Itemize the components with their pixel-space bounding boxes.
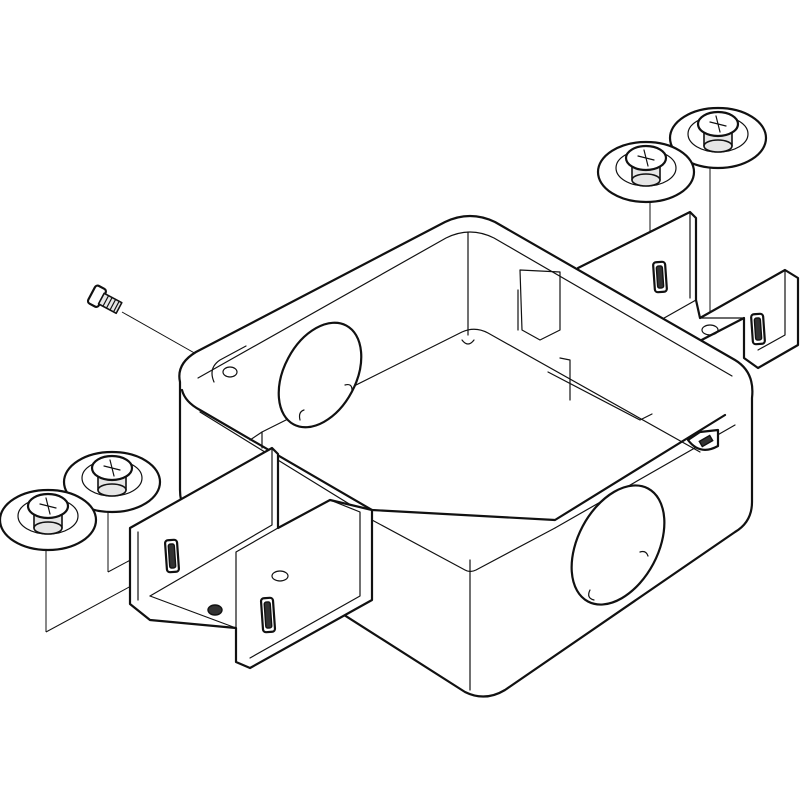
washer-screw-icon [596, 140, 696, 204]
washer-screw-icon [668, 106, 768, 170]
washer-screw-icon [0, 488, 98, 552]
ground-screw [86, 284, 123, 315]
bracket-screws [0, 106, 768, 552]
mounting-bracket-left [128, 446, 374, 670]
washer-screw-icon [62, 450, 162, 514]
